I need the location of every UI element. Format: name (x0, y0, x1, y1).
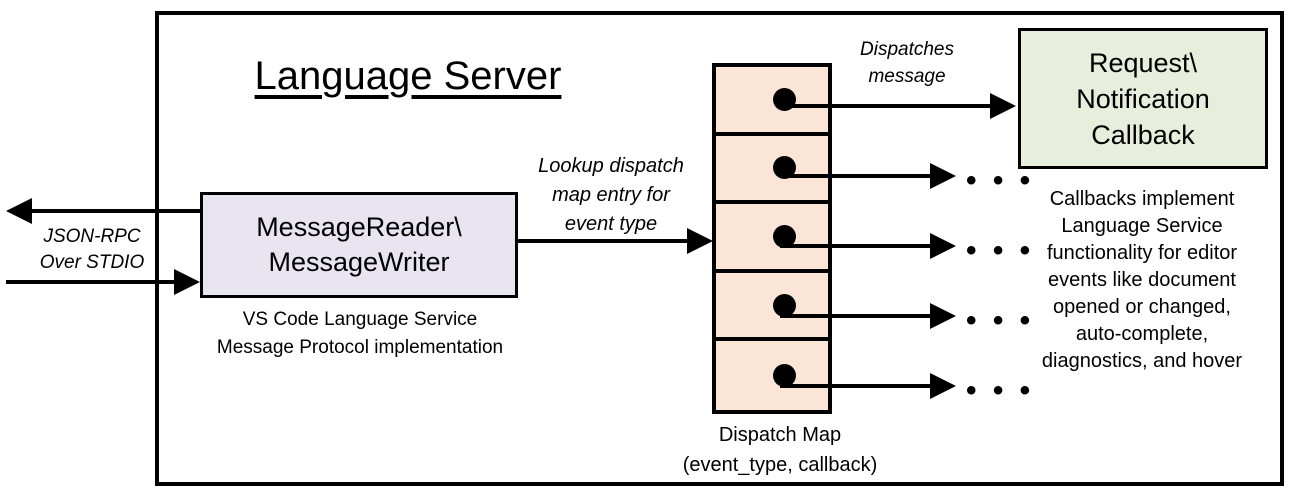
callback-description-line6: auto-complete, (1075, 323, 1209, 345)
lookup-edge-label-line2: map entry for (552, 184, 670, 206)
callback-pointer-dot-icon (773, 364, 796, 388)
inbound-transport-line (6, 280, 176, 284)
outbound-transport-line (30, 209, 202, 213)
language-server-boundary (155, 11, 1284, 486)
message-reader-writer-node[interactable]: MessageReader\ MessageWriter (200, 192, 518, 298)
ellipsis-edge-line (780, 174, 932, 178)
dispatch-map-row[interactable] (716, 272, 828, 342)
dispatch-map-row[interactable] (716, 67, 828, 136)
lookup-edge-arrowhead (687, 228, 713, 254)
ellipsis-row-2: • • • (966, 164, 1035, 197)
callback-description-line2: Language Service (1061, 215, 1223, 237)
lookup-edge-line (517, 239, 689, 243)
dispatch-edge-label-line1: Dispatches (860, 39, 954, 60)
callback-description-line3: functionality for editor (1046, 242, 1238, 264)
dispatch-edge-label-line2: message (868, 66, 946, 87)
ellipsis-edge-line (780, 314, 932, 318)
dispatch-map-caption-line2: (event_type, callback) (682, 454, 878, 476)
ellipsis-edge-line (780, 384, 932, 388)
request-notification-callback-node[interactable]: Request\ Notification Callback (1018, 28, 1268, 169)
message-reader-writer-caption-line2: Message Protocol implementation (216, 337, 504, 358)
inbound-transport-arrowhead (174, 269, 200, 295)
callback-pointer-dot-icon (773, 293, 796, 317)
dispatch-edge-line (780, 104, 992, 108)
transport-label: JSON-RPC Over STDIO (12, 224, 172, 276)
ellipsis-edge-line (780, 244, 932, 248)
dispatch-map-row[interactable] (716, 135, 828, 205)
callback-description: Callbacks implement Language Service fun… (1010, 186, 1274, 375)
dispatch-map-row[interactable] (716, 204, 828, 273)
message-reader-writer-caption-line1: VS Code Language Service (242, 309, 478, 330)
message-reader-writer-caption: VS Code Language Service Message Protoco… (190, 306, 530, 362)
callback-description-line4: events like document (1048, 269, 1236, 291)
transport-label-line1: JSON-RPC (43, 226, 141, 247)
lookup-edge-label-line1: Lookup dispatch (538, 155, 684, 177)
message-reader-writer-line1: MessageReader\ (256, 212, 462, 242)
outbound-transport-arrowhead (6, 198, 32, 224)
diagram-title: Language Server (254, 54, 562, 98)
callback-description-line7: diagnostics, and hover (1041, 350, 1243, 372)
lookup-edge-label: Lookup dispatch map entry for event type (513, 152, 709, 239)
message-reader-writer-line2: MessageWriter (268, 247, 450, 277)
callback-description-line5: opened or changed, (1053, 296, 1231, 318)
dispatch-edge-label: Dispatches message (832, 36, 982, 90)
dispatch-edge-arrowhead (990, 93, 1016, 119)
ellipsis-row-5: • • • (966, 374, 1035, 407)
callback-description-line1: Callbacks implement (1049, 188, 1235, 210)
ellipsis-edge-arrowhead (930, 373, 956, 399)
callback-node-line2: Notification (1076, 83, 1210, 114)
ellipsis-edge-arrowhead (930, 163, 956, 189)
ellipsis-edge-arrowhead (930, 303, 956, 329)
transport-label-line2: Over STDIO (39, 252, 145, 273)
ellipsis-edge-arrowhead (930, 233, 956, 259)
callback-node-line3: Callback (1091, 119, 1195, 150)
message-reader-writer-title: MessageReader\ MessageWriter (256, 210, 462, 280)
dispatch-map-row[interactable] (716, 341, 828, 410)
callback-node-title: Request\ Notification Callback (1076, 45, 1210, 153)
callback-pointer-dot-icon (773, 156, 796, 180)
dispatch-map-caption-line1: Dispatch Map (718, 424, 842, 446)
dispatch-map-table[interactable] (712, 63, 832, 414)
dispatch-map-caption: Dispatch Map (event_type, callback) (640, 420, 920, 480)
callback-node-line1: Request\ (1088, 47, 1198, 78)
lookup-edge-label-line3: event type (564, 213, 658, 235)
callback-pointer-dot-icon (773, 224, 796, 248)
